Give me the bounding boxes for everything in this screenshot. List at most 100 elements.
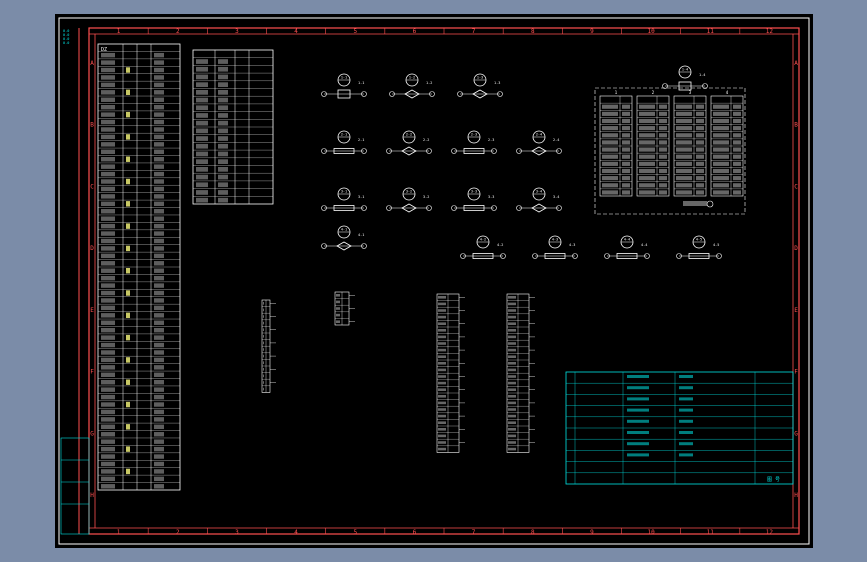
right-panel-column: 4 <box>710 90 744 197</box>
svg-text:4-1: 4-1 <box>341 228 347 232</box>
terminal-block <box>261 299 276 393</box>
row-label-right: E <box>794 307 798 314</box>
device-symbol: 1-1 1-1 <box>321 73 367 99</box>
device-symbol: 3-23-2 <box>386 187 432 213</box>
title-block: 图 号 <box>565 371 794 485</box>
wiring-table-mid <box>192 49 274 205</box>
column-label-bottom: 4 <box>294 529 298 536</box>
column-label-top: 3 <box>235 28 239 35</box>
column-label-bottom: 7 <box>472 529 476 536</box>
column-label-bottom: 5 <box>353 529 357 536</box>
column-label-bottom: 6 <box>413 529 417 536</box>
device-symbol: 4-5 4-5 <box>676 235 722 259</box>
device-symbol: 4-44-4 <box>604 235 650 259</box>
column-label-top: 9 <box>590 28 594 35</box>
device-symbol: 4-24-2 <box>460 235 506 259</box>
row-label-right: B <box>794 122 798 129</box>
device-symbol: 1-2 1-2 <box>389 73 435 99</box>
svg-text:3-1: 3-1 <box>358 195 364 199</box>
column-label-top: 6 <box>413 28 417 35</box>
device-symbol: 2-4 2-4 <box>516 130 562 156</box>
left-strip-label: 0.0 <box>63 37 69 41</box>
column-label-bottom: 9 <box>590 529 594 536</box>
svg-text:1-1: 1-1 <box>341 76 347 80</box>
device-symbol: 1-4 1-4 <box>662 65 708 91</box>
svg-text:4: 4 <box>726 90 729 95</box>
device-symbol: 4-14-1 <box>321 225 367 251</box>
svg-text:4-2: 4-2 <box>480 238 486 242</box>
svg-text:1-3: 1-3 <box>477 76 483 80</box>
device-symbol: 1-3 1-3 <box>457 73 503 99</box>
svg-text:3-3: 3-3 <box>488 195 494 199</box>
row-label-right: D <box>794 245 798 252</box>
svg-text:4-5: 4-5 <box>696 238 702 242</box>
left-strip-label: 0.0 <box>63 33 69 37</box>
svg-text:2: 2 <box>652 90 655 95</box>
svg-text:1: 1 <box>615 90 618 95</box>
column-label-bottom: 12 <box>766 529 774 536</box>
svg-text:1-2: 1-2 <box>426 81 432 85</box>
column-label-bottom: 2 <box>176 529 180 536</box>
row-label-left: E <box>90 307 94 314</box>
svg-text:4-5: 4-5 <box>713 243 719 247</box>
svg-text:3-4: 3-4 <box>536 190 542 194</box>
row-label-right: A <box>794 60 798 67</box>
svg-text:4-3: 4-3 <box>569 243 575 247</box>
svg-text:3-4: 3-4 <box>553 195 559 199</box>
terminal-block <box>506 293 535 453</box>
device-symbol: 3-4 3-4 <box>516 187 562 213</box>
column-label-top: 1 <box>117 28 121 35</box>
device-symbol: 4-3 4-3 <box>532 235 578 259</box>
column-label-bottom: 11 <box>707 529 715 536</box>
svg-text:2-1: 2-1 <box>341 133 347 137</box>
svg-text:2-1: 2-1 <box>358 138 364 142</box>
svg-text:3-3: 3-3 <box>471 190 477 194</box>
svg-text:2-4: 2-4 <box>553 138 559 142</box>
svg-text:3-2: 3-2 <box>423 195 429 199</box>
column-label-top: 11 <box>707 28 715 35</box>
wiring-table-left: DZ <box>97 43 181 491</box>
terminal-block <box>436 293 465 453</box>
column-label-bottom: 3 <box>235 529 239 536</box>
svg-text:1-4: 1-4 <box>699 73 705 77</box>
svg-text:1-1: 1-1 <box>358 81 364 85</box>
row-label-right: H <box>794 492 798 499</box>
row-label-left: B <box>90 122 94 129</box>
row-label-right: G <box>794 430 798 437</box>
column-label-top: 4 <box>294 28 298 35</box>
column-label-top: 7 <box>472 28 476 35</box>
right-panel: 1 2 3 4 <box>594 87 746 215</box>
svg-text:4-3: 4-3 <box>552 238 558 242</box>
device-symbol: 2-1 2-1 <box>321 130 367 154</box>
svg-text:1-3: 1-3 <box>494 81 500 85</box>
terminal-block <box>334 291 355 326</box>
svg-text:3: 3 <box>689 90 692 95</box>
left-stamps <box>60 437 90 535</box>
svg-text:1-4: 1-4 <box>682 68 688 72</box>
column-label-top: 8 <box>531 28 535 35</box>
svg-text:2-2: 2-2 <box>423 138 429 142</box>
row-label-right: C <box>794 183 798 190</box>
svg-text:2-3: 2-3 <box>471 133 477 137</box>
svg-text:1-2: 1-2 <box>409 76 415 80</box>
right-panel-column: 1 <box>599 90 633 197</box>
right-panel-column: 3 <box>673 90 707 197</box>
left-strip-label: 0.0 <box>63 29 69 33</box>
svg-text:3-1: 3-1 <box>341 190 347 194</box>
row-label-left: C <box>90 183 94 190</box>
outer-frame <box>58 17 810 545</box>
column-label-bottom: 1 <box>117 529 121 536</box>
row-label-left: A <box>90 60 94 67</box>
column-label-top: 2 <box>176 28 180 35</box>
device-symbol: 2-22-2 <box>386 130 432 156</box>
row-label-left: H <box>90 492 94 499</box>
svg-text:4-4: 4-4 <box>641 243 647 247</box>
wiring-table-header: DZ <box>101 47 107 53</box>
left-strip: 0.00.00.00.0 <box>63 29 69 45</box>
svg-text:2-4: 2-4 <box>536 133 542 137</box>
terminal-blocks <box>261 291 535 453</box>
device-symbol: 3-1 3-1 <box>321 187 367 211</box>
column-label-bottom: 8 <box>531 529 535 536</box>
